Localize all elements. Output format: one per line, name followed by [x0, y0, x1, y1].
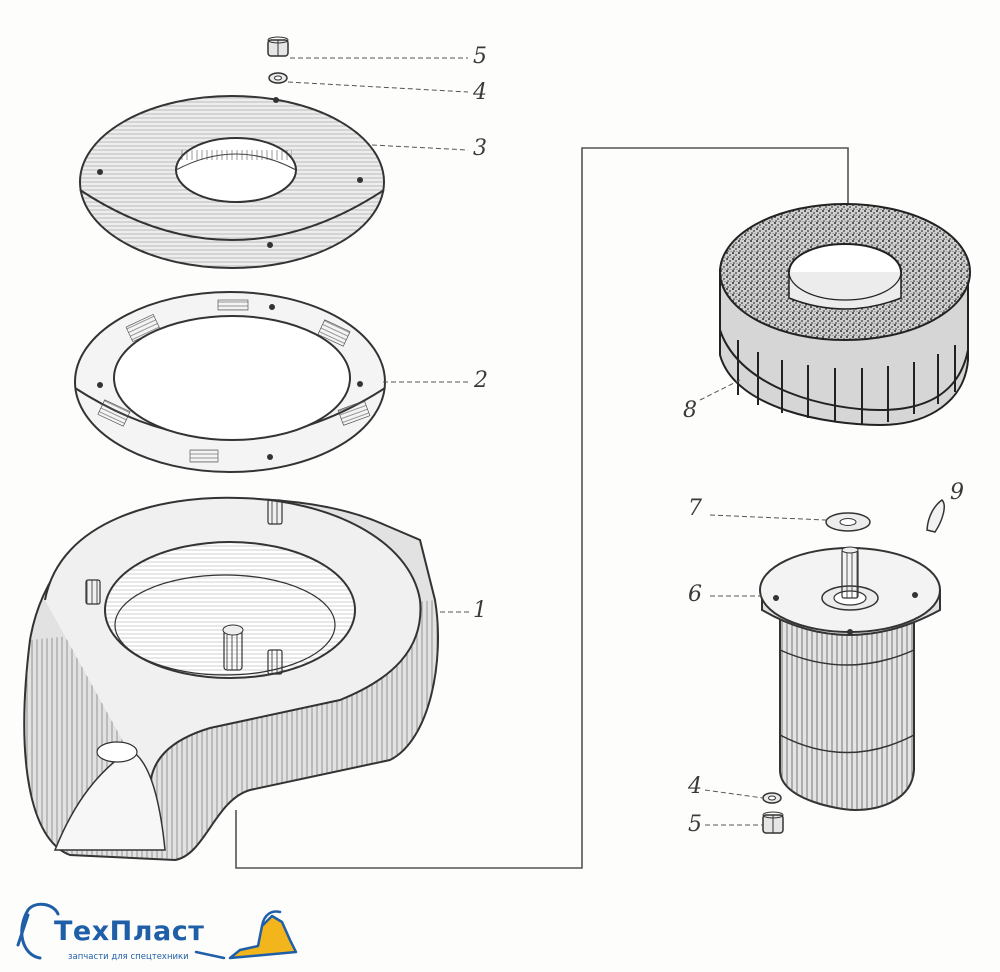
callout-1: 1: [473, 598, 487, 623]
washer-part-4-top: [268, 72, 288, 84]
callout-3: 3: [473, 136, 487, 161]
callout-4-top: 4: [473, 80, 487, 105]
nut-part-5-top: [267, 36, 289, 57]
impeller-part-8: [719, 203, 971, 427]
callout-7: 7: [688, 496, 702, 521]
callout-9: 9: [950, 480, 964, 505]
cover-plate-part-3: [79, 95, 385, 269]
gasket-part-2: [74, 291, 386, 473]
callout-5-bottom: 5: [688, 812, 702, 837]
washer-part-4-bottom: [762, 792, 782, 804]
volute-housing-part-1: [23, 496, 439, 862]
callout-4-bottom: 4: [688, 774, 702, 799]
callout-6: 6: [688, 582, 702, 607]
brand-name: ТехПласт: [54, 916, 205, 947]
key-part-9: [926, 499, 945, 533]
leader-lines: [287, 57, 827, 826]
callout-2: 2: [474, 368, 488, 393]
logo-graphic: [16, 902, 298, 960]
connector-bracket: [235, 147, 849, 869]
brand-logo: ТехПласт запчасти для спецтехники: [8, 900, 308, 966]
motor-part-6: [759, 546, 941, 812]
washer-part-7: [825, 512, 871, 532]
callout-5-top: 5: [473, 44, 487, 69]
brand-tagline: запчасти для спецтехники: [68, 952, 189, 962]
callout-8: 8: [683, 398, 697, 423]
nut-part-5-bottom: [762, 811, 784, 834]
